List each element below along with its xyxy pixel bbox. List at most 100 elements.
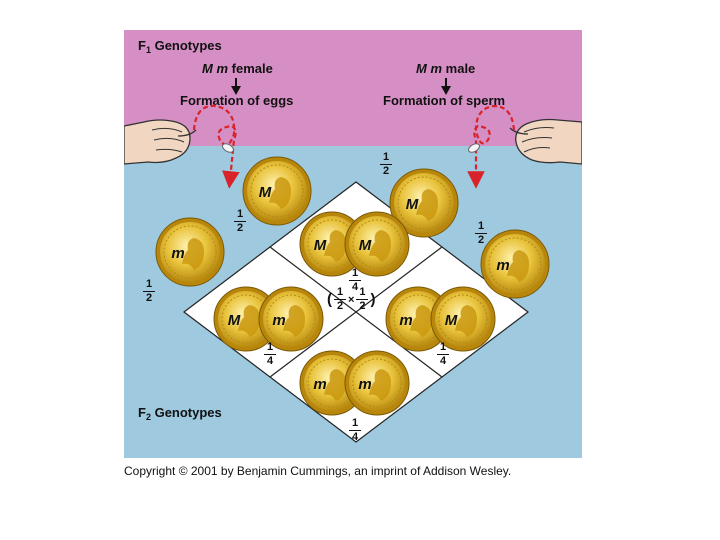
male-sex: male: [445, 61, 476, 76]
fraction-bar: [356, 299, 369, 300]
f1-panel: [124, 30, 582, 146]
female-sex: female: [231, 61, 273, 76]
fraction-bar: [349, 280, 361, 281]
female-allele-1: M: [202, 61, 213, 76]
coin-inner-ring: [352, 358, 402, 408]
coin-portrait-icon: [369, 369, 391, 401]
f1-genotypes-title: F1 Genotypes: [138, 38, 222, 55]
coin-portrait-icon: [182, 238, 204, 270]
f2-genotypes-title: F2 Genotypes: [138, 405, 222, 422]
fraction-numerator: 1: [439, 341, 447, 353]
cell-top-coin-2: M: [344, 211, 410, 277]
copyright-notice: Copyright © 2001 by Benjamin Cummings, a…: [124, 464, 512, 478]
coin-allele-letter: m: [358, 376, 371, 393]
coin-allele-letter: m: [399, 312, 412, 329]
coin-portrait-icon: [283, 305, 305, 337]
coin-inner-ring: [163, 225, 217, 279]
coin-allele-letter: M: [445, 312, 458, 329]
fraction-denominator: 4: [266, 355, 274, 367]
right-hand-icon: [509, 118, 582, 165]
coin-allele-letter: m: [171, 245, 184, 262]
fraction-numerator: 1: [382, 151, 390, 163]
fraction-numerator: 1: [351, 417, 359, 429]
f1-title-letter: F: [138, 38, 146, 53]
sperm-M-coin: M: [389, 168, 459, 238]
cell-right-coin-2: M: [430, 286, 496, 352]
formation-of-eggs-label: Formation of eggs: [180, 93, 294, 108]
fraction-numerator: 1: [266, 341, 274, 353]
paren-open: (: [327, 291, 332, 308]
fraction-denominator: 2: [145, 292, 153, 304]
fraction-numerator: 1: [145, 278, 153, 290]
coin-portrait-icon: [455, 305, 477, 337]
fraction-bar: [264, 354, 276, 355]
male-arrow-icon: [441, 86, 451, 95]
coin-allele-letter: M: [406, 196, 419, 213]
male-arrow-stem: [445, 78, 447, 87]
fraction-numerator: 1: [236, 208, 244, 220]
fraction-denominator: 2: [359, 300, 366, 312]
fraction-denominator: 4: [439, 355, 447, 367]
coin-allele-letter: M: [228, 312, 241, 329]
fraction-bar: [234, 221, 246, 222]
female-arrow-icon: [231, 86, 241, 95]
fraction-numerator: 1: [336, 286, 344, 298]
cell-left-coin-2: m: [258, 286, 324, 352]
f2-title-rest: Genotypes: [150, 405, 222, 420]
f2-title-letter: F: [138, 405, 146, 420]
coin-allele-letter: m: [496, 257, 509, 274]
fraction-numerator: 1: [359, 286, 366, 298]
egg-M-coin: M: [242, 156, 312, 226]
male-allele-2: m: [430, 61, 443, 76]
fraction-bar: [380, 164, 392, 165]
fraction-denominator: 4: [351, 431, 359, 443]
coin-portrait-icon: [324, 369, 346, 401]
coin-portrait-icon: [369, 230, 391, 262]
cell-right-coin-1: m: [385, 286, 451, 352]
coin-portrait-icon: [238, 305, 260, 337]
fraction-denominator: 2: [236, 222, 244, 234]
f1-title-rest: Genotypes: [150, 38, 222, 53]
times-sign: ×: [348, 293, 355, 306]
left-hand-icon: [124, 119, 197, 165]
sperm-m-coin: m: [480, 229, 550, 299]
fraction-denominator: 2: [477, 234, 485, 246]
coin-portrait-icon: [269, 177, 291, 209]
coin-allele-letter: m: [272, 312, 285, 329]
female-arrow-stem: [235, 78, 237, 87]
egg-flip-arrow-icon: [192, 104, 240, 189]
coin-allele-letter: M: [259, 184, 272, 201]
coin-portrait-icon: [324, 230, 346, 262]
f2-title-subscript: 2: [145, 412, 151, 422]
sperm-flip-arrow-icon: [467, 104, 516, 189]
fraction-bar: [334, 299, 346, 300]
male-allele-1: M: [416, 61, 427, 76]
fraction-bar: [437, 354, 449, 355]
fraction-numerator: 1: [477, 220, 485, 232]
coin-inner-ring: [266, 294, 316, 344]
male-genotype-label: M m male: [416, 61, 475, 76]
female-allele-2: m: [216, 61, 229, 76]
coin-portrait-icon: [416, 189, 438, 221]
egg-coin-flipping-icon: [222, 143, 234, 153]
egg-m-coin: m: [155, 217, 225, 287]
coin-portrait-icon: [507, 250, 529, 282]
coin-inner-ring: [438, 294, 488, 344]
fraction-denominator: 2: [336, 300, 344, 312]
coin-allele-letter: M: [314, 237, 327, 254]
cell-top-coin-1: M: [299, 211, 365, 277]
coin-allele-letter: m: [313, 376, 326, 393]
fraction-bar: [349, 430, 361, 431]
fraction-denominator: 4: [351, 281, 359, 293]
punnett-diamond-grid: [183, 181, 529, 443]
